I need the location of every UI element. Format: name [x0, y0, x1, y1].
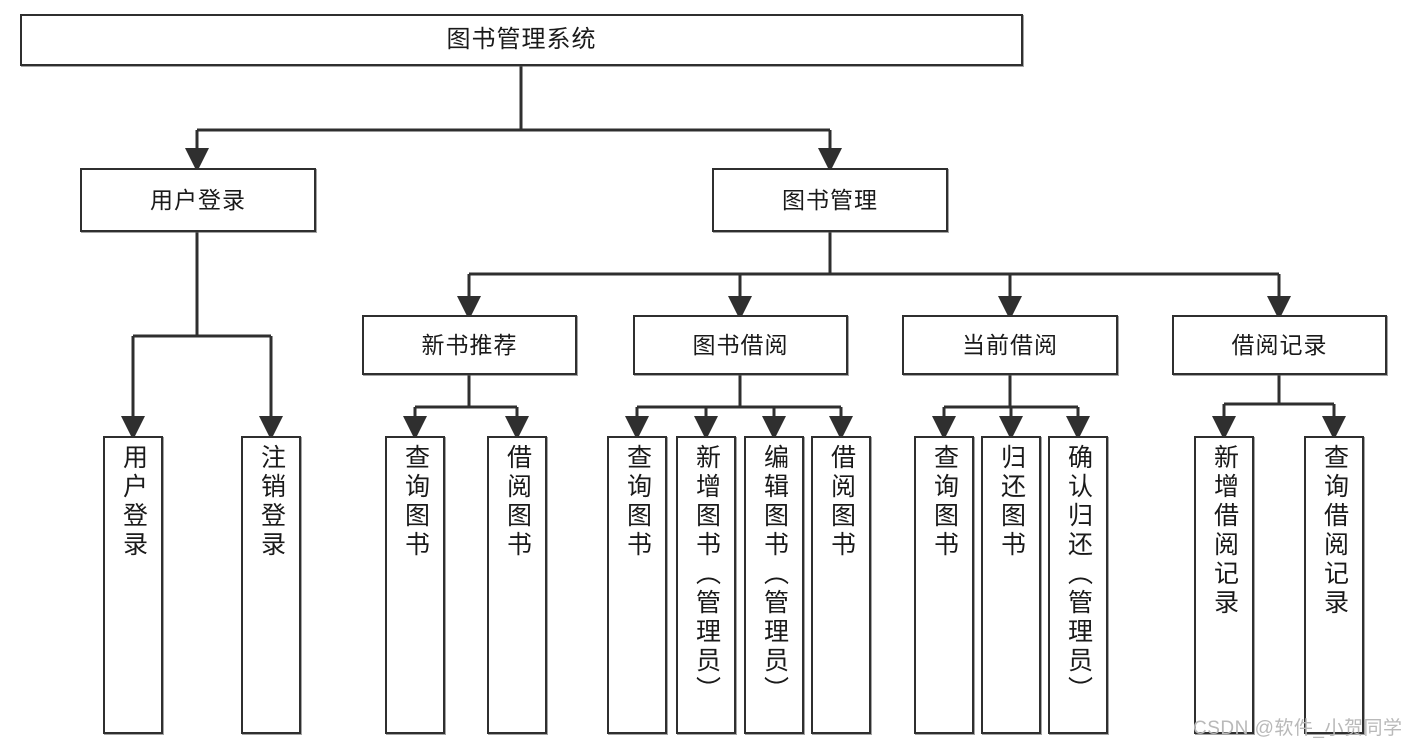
- node-current-borrow-label: 当前借阅: [962, 331, 1058, 358]
- node-leaf-borrow-book-1[interactable]: 借阅图书: [487, 436, 547, 734]
- node-leaf-user-login[interactable]: 用户登录: [103, 436, 163, 734]
- node-leaf-confirm-return[interactable]: 确认归还（管理员）: [1048, 436, 1108, 734]
- node-leaf-logout-login-label: 注销登录: [257, 444, 286, 560]
- node-leaf-borrow-book-2[interactable]: 借阅图书: [811, 436, 871, 734]
- node-leaf-borrow-book-2-label: 借阅图书: [827, 444, 856, 560]
- node-leaf-add-book-label: 新增图书（管理员）: [692, 444, 721, 705]
- node-user-login[interactable]: 用户登录: [80, 168, 316, 232]
- node-new-book-recommend-label: 新书推荐: [421, 331, 518, 358]
- node-book-manage-label: 图书管理: [782, 186, 878, 213]
- node-leaf-query-book-2-label: 查询图书: [623, 444, 652, 560]
- node-leaf-add-record[interactable]: 新增借阅记录: [1194, 436, 1254, 734]
- node-leaf-add-book[interactable]: 新增图书（管理员）: [676, 436, 736, 734]
- node-leaf-return-book[interactable]: 归还图书: [981, 436, 1041, 734]
- node-book-borrow-label: 图书借阅: [692, 331, 789, 358]
- node-leaf-borrow-book-1-label: 借阅图书: [503, 444, 532, 560]
- node-borrow-record-label: 借阅记录: [1231, 331, 1328, 358]
- node-leaf-query-record[interactable]: 查询借阅记录: [1304, 436, 1364, 734]
- node-leaf-user-login-label: 用户登录: [119, 444, 148, 560]
- node-book-manage[interactable]: 图书管理: [712, 168, 948, 232]
- node-leaf-edit-book[interactable]: 编辑图书（管理员）: [744, 436, 804, 734]
- node-book-borrow[interactable]: 图书借阅: [633, 315, 848, 375]
- node-new-book-recommend[interactable]: 新书推荐: [362, 315, 577, 375]
- node-leaf-query-book-3[interactable]: 查询图书: [914, 436, 974, 734]
- node-current-borrow[interactable]: 当前借阅: [902, 315, 1118, 375]
- node-leaf-confirm-return-label: 确认归还（管理员）: [1064, 444, 1093, 705]
- node-leaf-query-record-label: 查询借阅记录: [1320, 444, 1349, 618]
- node-leaf-query-book-1-label: 查询图书: [401, 444, 430, 560]
- node-root-label: 图书管理系统: [446, 26, 597, 54]
- node-root[interactable]: 图书管理系统: [20, 14, 1023, 66]
- node-user-login-label: 用户登录: [150, 186, 246, 213]
- node-leaf-edit-book-label: 编辑图书（管理员）: [760, 444, 789, 705]
- node-leaf-return-book-label: 归还图书: [997, 444, 1026, 560]
- node-borrow-record[interactable]: 借阅记录: [1172, 315, 1387, 375]
- node-leaf-query-book-3-label: 查询图书: [930, 444, 959, 560]
- node-leaf-query-book-1[interactable]: 查询图书: [385, 436, 445, 734]
- node-leaf-logout-login[interactable]: 注销登录: [241, 436, 301, 734]
- csdn-watermark: CSDN @软件_小贺同学: [1193, 718, 1403, 739]
- node-leaf-add-record-label: 新增借阅记录: [1210, 444, 1239, 618]
- node-leaf-query-book-2[interactable]: 查询图书: [607, 436, 667, 734]
